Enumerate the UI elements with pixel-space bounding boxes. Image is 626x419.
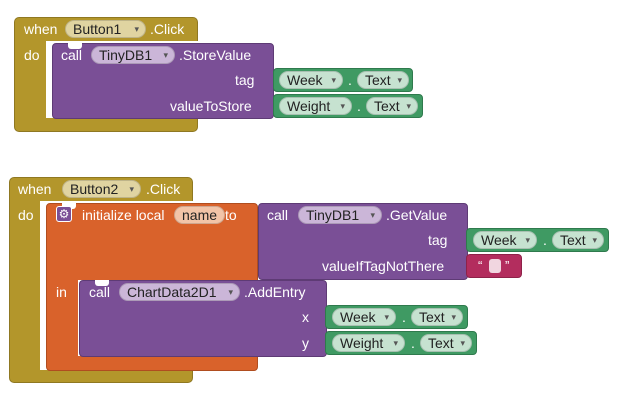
component-dropdown-weight[interactable]: Weight ▾ xyxy=(332,334,405,352)
block-notch xyxy=(68,43,82,49)
component-dropdown-week[interactable]: Week ▾ xyxy=(279,71,343,89)
socket-label-y: y xyxy=(302,335,309,351)
component-dropdown-weight[interactable]: Weight ▾ xyxy=(279,97,352,115)
initialize-in-label: in xyxy=(56,284,67,300)
component-dropdown-label: Weight xyxy=(340,335,384,351)
property-dot: . xyxy=(348,72,352,88)
initialize-to-label: to xyxy=(225,207,237,223)
local-variable-name-field[interactable]: name xyxy=(174,206,226,224)
property-dropdown-text[interactable]: Text ▾ xyxy=(420,334,472,352)
chevron-down-icon: ▾ xyxy=(384,312,389,322)
property-dropdown-text[interactable]: Text ▾ xyxy=(552,231,604,249)
component-dropdown-button1[interactable]: Button1 ▾ xyxy=(65,20,146,38)
event-when-label: when xyxy=(24,21,58,37)
socket-label-tag: tag xyxy=(428,232,448,248)
component-dropdown-label: TinyDB1 xyxy=(306,207,360,223)
chevron-down-icon: ▾ xyxy=(460,338,465,348)
chevron-down-icon: ▾ xyxy=(397,75,402,85)
socket-label-tag: tag xyxy=(235,72,255,88)
event-name-label: .Click xyxy=(150,21,185,37)
property-dropdown-text[interactable]: Text ▾ xyxy=(366,97,418,115)
property-dropdown-label: Text xyxy=(365,72,391,88)
property-dot: . xyxy=(411,335,415,351)
block-notch xyxy=(95,280,109,286)
chevron-down-icon: ▾ xyxy=(228,287,233,297)
chevron-down-icon: ▾ xyxy=(340,101,345,111)
call-label: call xyxy=(61,47,83,63)
chevron-down-icon: ▾ xyxy=(451,312,456,322)
component-dropdown-week[interactable]: Week ▾ xyxy=(332,308,396,326)
chevron-down-icon: ▾ xyxy=(592,235,597,245)
component-dropdown-week[interactable]: Week ▾ xyxy=(473,231,537,249)
open-quote-icon: “ xyxy=(478,258,483,273)
chevron-down-icon: ▾ xyxy=(129,184,134,194)
component-dropdown-tinydb1[interactable]: TinyDB1 ▾ xyxy=(298,206,382,224)
component-dropdown-label: Weight xyxy=(287,98,331,114)
component-dropdown-label: TinyDB1 xyxy=(99,47,153,63)
property-dropdown-label: Text xyxy=(560,232,586,248)
gear-icon[interactable]: ⚙ xyxy=(56,206,72,222)
method-label: .StoreValue xyxy=(179,47,252,63)
event-when-label: when xyxy=(18,181,52,197)
chevron-down-icon: ▾ xyxy=(134,24,139,34)
component-dropdown-label: ChartData2D1 xyxy=(127,284,217,300)
chevron-down-icon: ▾ xyxy=(331,75,336,85)
chevron-down-icon: ▾ xyxy=(406,101,411,111)
component-dropdown-tinydb1[interactable]: TinyDB1 ▾ xyxy=(91,46,175,64)
close-quote-icon: ” xyxy=(505,258,510,273)
property-dropdown-text[interactable]: Text ▾ xyxy=(411,308,463,326)
chevron-down-icon: ▾ xyxy=(525,235,530,245)
property-dot: . xyxy=(357,98,361,114)
chevron-down-icon: ▾ xyxy=(393,338,398,348)
component-dropdown-button2[interactable]: Button2 ▾ xyxy=(62,180,141,198)
component-dropdown-label: Week xyxy=(340,309,376,325)
socket-label-valuetostore: valueToStore xyxy=(170,98,252,114)
string-text-field[interactable] xyxy=(489,259,501,273)
property-dot: . xyxy=(402,309,406,325)
call-label: call xyxy=(267,207,289,223)
chevron-down-icon: ▾ xyxy=(370,210,375,220)
property-dropdown-label: Text xyxy=(428,335,454,351)
component-dropdown-chartdata2d1[interactable]: ChartData2D1 ▾ xyxy=(119,283,240,301)
call-label: call xyxy=(89,284,111,300)
component-dropdown-label: Button2 xyxy=(70,181,119,197)
property-dropdown-text[interactable]: Text ▾ xyxy=(357,71,409,89)
initialize-local-label: initialize local xyxy=(82,207,165,223)
event-name-label: .Click xyxy=(146,181,181,197)
chevron-down-icon: ▾ xyxy=(163,50,168,60)
method-label: .GetValue xyxy=(386,207,448,223)
component-dropdown-label: Button1 xyxy=(73,21,122,37)
event-do-label: do xyxy=(24,47,40,63)
event-do-label: do xyxy=(18,207,34,223)
method-label: .AddEntry xyxy=(244,284,306,300)
socket-label-valueiftagnotthere: valueIfTagNotThere xyxy=(322,258,445,274)
property-dropdown-label: Text xyxy=(374,98,400,114)
property-dropdown-label: Text xyxy=(419,309,445,325)
property-dot: . xyxy=(543,232,547,248)
socket-label-x: x xyxy=(302,309,309,325)
component-dropdown-label: Week xyxy=(287,72,323,88)
component-dropdown-label: Week xyxy=(481,232,517,248)
